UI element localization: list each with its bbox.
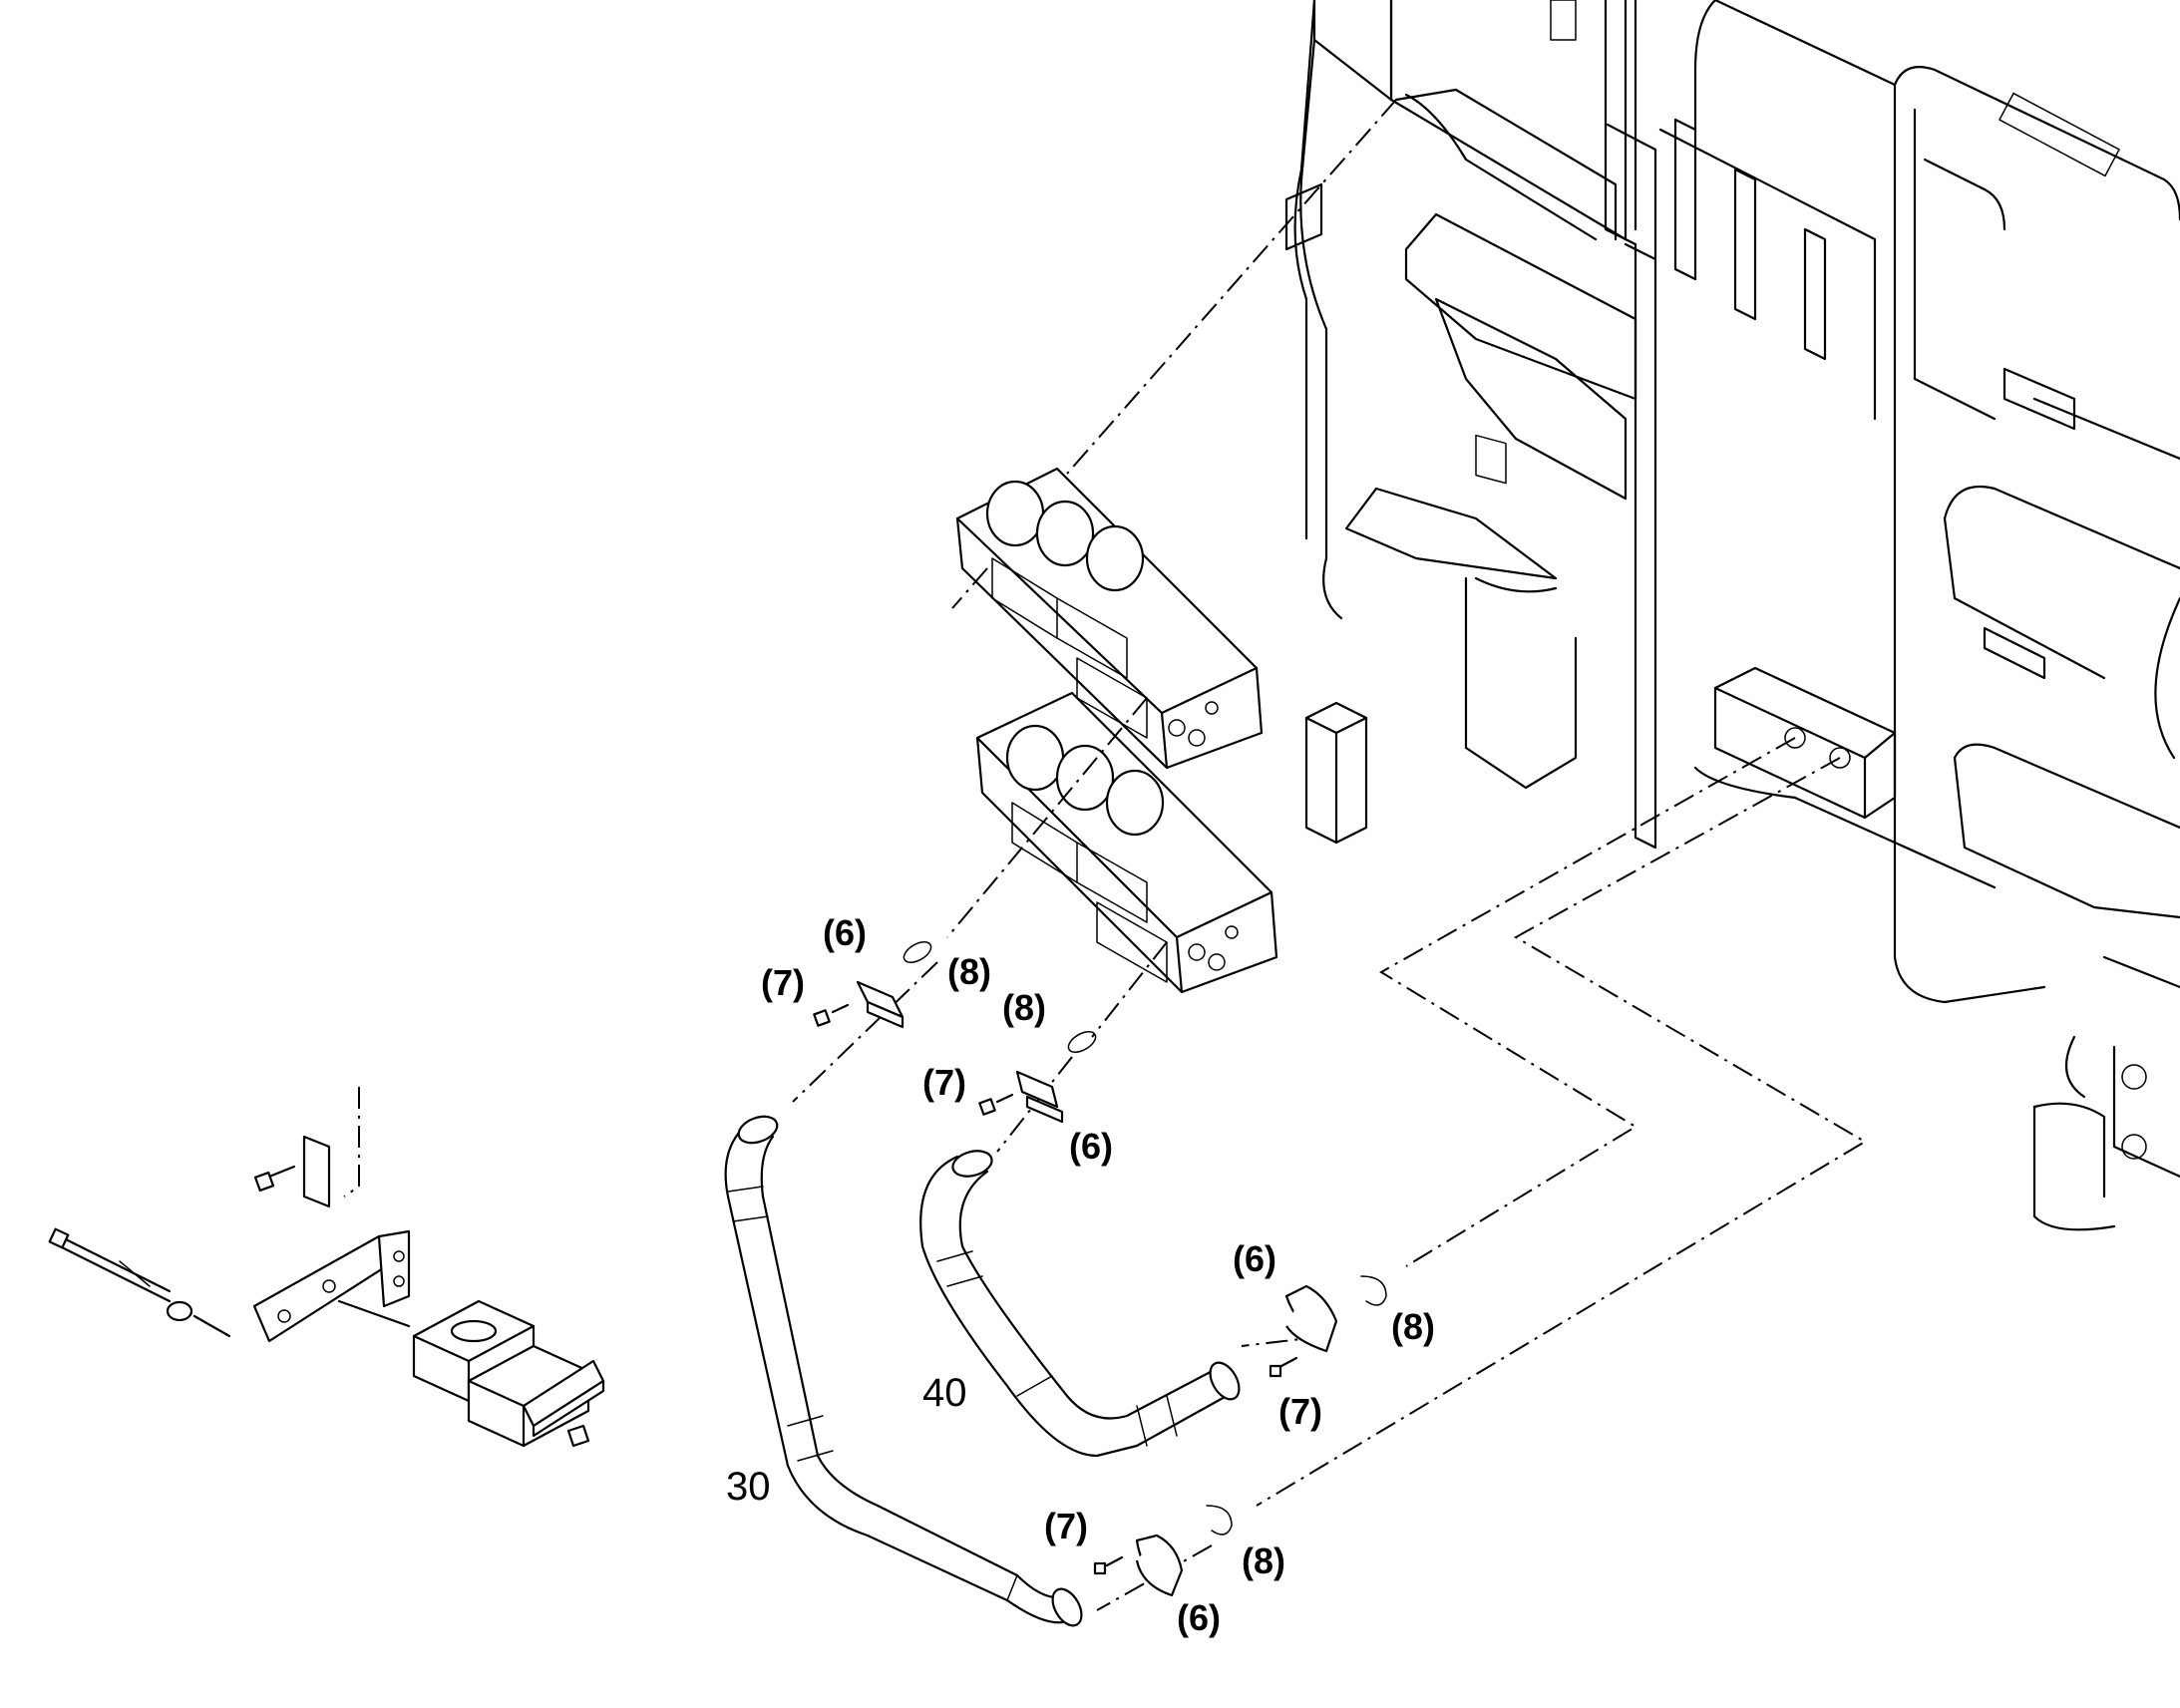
fitting-set-top-right [978, 1031, 1097, 1124]
callout-part-6: (6) [1233, 1238, 1276, 1279]
hose-clamp-assembly [48, 1135, 605, 1448]
valve-block-lower [975, 691, 1278, 994]
callout-part-6: (6) [1069, 1126, 1113, 1167]
callout-part-6: (6) [1177, 1597, 1221, 1638]
fitting-set-bottom [1093, 1505, 1233, 1597]
leader-lines [343, 99, 1867, 1611]
hose-40 [919, 1150, 1241, 1458]
callout-part-6: (6) [823, 912, 867, 953]
callout-labels: (6) (7) (8) (8) (7) (6) (6) (8) (7) (7) … [726, 912, 1435, 1638]
item-number-40: 40 [922, 1371, 967, 1415]
valve-block-upper [955, 467, 1264, 770]
callout-part-7: (7) [1278, 1391, 1322, 1432]
item-number-30: 30 [726, 1465, 771, 1509]
callout-part-8: (8) [1002, 987, 1046, 1028]
callout-part-8: (8) [1391, 1306, 1435, 1347]
hose-30 [724, 1115, 1083, 1627]
callout-part-7: (7) [761, 962, 805, 1003]
callout-part-8: (8) [947, 951, 991, 992]
carriage-frame [1284, 0, 2180, 1231]
callout-part-7: (7) [1044, 1506, 1088, 1546]
fitting-set-top-left [813, 941, 932, 1029]
fitting-set-middle-right [1269, 1275, 1387, 1378]
callout-part-8: (8) [1242, 1540, 1285, 1581]
callout-part-7: (7) [922, 1062, 966, 1103]
